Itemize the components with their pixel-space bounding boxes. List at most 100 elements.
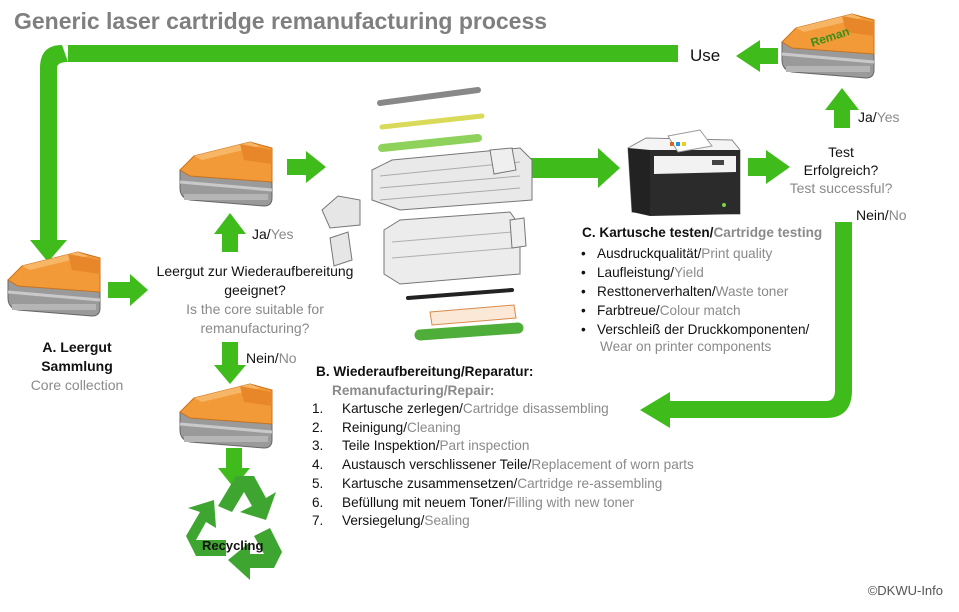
decision-test-line1: Test: [828, 144, 854, 160]
decision-test-yes: Ja/Yes: [858, 109, 900, 125]
reman-heading: B. Wiederaufbereitung/Reparatur:: [316, 364, 534, 379]
step-de: Versiegelung/: [342, 513, 425, 529]
page-title: Generic laser cartridge remanufacturing …: [14, 8, 548, 34]
unsuitable-cartridge: [178, 382, 274, 450]
decision-suitable-line2: geeignet?: [224, 282, 286, 298]
decision-test: Test Erfolgreich? Test successful?: [776, 143, 906, 197]
decision-suitable-en2: remanufacturing?: [200, 320, 310, 336]
disassembled-parts: [321, 87, 533, 341]
bullet: •: [581, 322, 586, 337]
step-en: Replacement of worn parts: [531, 457, 694, 473]
decision-test-line2: Erfolgreich?: [803, 162, 879, 178]
testing-item-de: Resttonerverhalten/: [597, 284, 716, 299]
recycling-label: Recycling: [202, 538, 264, 553]
test-yes-de: Ja/: [858, 109, 877, 125]
step-number: 7.: [312, 513, 324, 529]
decision-test-no: Nein/No: [856, 207, 907, 223]
testing-item: • Verschleiß der Druckkomponenten/: [581, 320, 809, 339]
yes-de: Ja/: [252, 226, 271, 242]
step-en: Part inspection: [439, 438, 530, 454]
step-en: Cartridge disassembling: [462, 401, 609, 416]
bullet: •: [581, 246, 586, 261]
reman-step: 1. Kartusche zerlegen/Cartridge disassemb…: [312, 400, 694, 419]
copyright: ©DKWU-Info: [867, 583, 943, 598]
arrow-collection-to-decision: [108, 274, 148, 306]
step-number: 6.: [312, 494, 324, 510]
suitable-cartridge: [178, 140, 274, 208]
step-number: 1.: [312, 401, 324, 416]
reman-step: 3. Teile Inspektion/Part inspection: [312, 437, 694, 456]
arrow-to-use: [736, 40, 778, 72]
step-de: Kartusche zusammensetzen/: [342, 475, 518, 491]
collection-english: Core collection: [30, 377, 124, 393]
bullet: •: [581, 265, 586, 280]
collection-title: A. Leergut Sammlung Core collection: [22, 338, 132, 395]
step-number: 4.: [312, 457, 324, 473]
test-no-en: No: [888, 207, 907, 223]
bullet: •: [581, 284, 586, 299]
testing-item-en: Colour match: [659, 303, 741, 318]
testing-item-de: Verschleiß der Druckkomponenten/: [597, 322, 810, 337]
use-label: Use: [690, 46, 721, 65]
testing-last-en: Wear on printer components: [600, 339, 772, 354]
printer-icon: [627, 129, 741, 216]
arrow-test-yes: [825, 88, 859, 128]
decision-suitable-line1: Leergut zur Wiederaufbereitung: [156, 263, 354, 279]
reman-step: 2. Reinigung/Cleaning: [312, 419, 694, 438]
arrow-printer-to-test: [748, 150, 790, 184]
step-en: Sealing: [424, 513, 470, 529]
step-number: 2.: [312, 419, 324, 435]
step-de: Teile Inspektion/: [342, 438, 440, 454]
reman-cartridge: [780, 12, 876, 80]
testing-item-de: Laufleistung/: [597, 265, 675, 280]
step-de: Kartusche zerlegen/: [342, 401, 463, 416]
test-yes-en: Yes: [876, 109, 900, 125]
testing-item-en: Print quality: [701, 246, 773, 261]
arrow-decision-yes: [214, 213, 246, 252]
reman-steps: 1. Kartusche zerlegen/Cartridge disassemb…: [312, 400, 694, 531]
arrow-test-no: [640, 222, 852, 428]
testing-item-de: Ausdruckqualität/: [597, 246, 702, 261]
yes-en: Yes: [270, 226, 294, 242]
arrow-decision-no: [214, 342, 246, 384]
testing-item-de: Farbtreue/: [597, 303, 660, 318]
collection-cartridge: [6, 250, 102, 318]
no-de: Nein/: [246, 350, 279, 366]
step-en: Cleaning: [407, 419, 461, 435]
decision-suitable-no: Nein/No: [246, 350, 297, 366]
arrow-to-disassembly: [287, 151, 326, 183]
testing-item: • Resttonerverhalten/Waste toner: [581, 282, 809, 301]
decision-suitable: Leergut zur Wiederaufbereitung geeignet?…: [148, 262, 362, 338]
testing-item: • Farbtreue/Colour match: [581, 301, 809, 320]
collection-title-line1: A. Leergut: [42, 339, 112, 355]
testing-item: • Ausdruckqualität/Print quality: [581, 244, 809, 263]
testing-list: • Ausdruckqualität/Print quality • Laufleis…: [581, 244, 809, 339]
reman-heading-en: Remanufacturing/Repair:: [332, 383, 495, 398]
decision-test-en: Test successful?: [789, 180, 893, 196]
step-de: Befüllung mit neuem Toner/: [342, 494, 508, 510]
arrow-to-printer: [528, 148, 620, 188]
reman-step: 7. Versiegelung/Sealing: [312, 512, 694, 531]
reman-step: 6.Befüllung mit neuem Toner/Filling with…: [312, 494, 694, 513]
step-number: 3.: [312, 438, 324, 454]
bullet: •: [581, 303, 586, 318]
reman-step: 4. Austausch verschlissener Teile/Replace…: [312, 456, 694, 475]
testing-item: • Laufleistung/Yield: [581, 263, 809, 282]
testing-heading-de: C. Kartusche testen/: [582, 225, 714, 240]
step-number: 5.: [312, 475, 324, 491]
return-loop-arrow: [30, 45, 678, 262]
decision-suitable-en1: Is the core suitable for: [186, 301, 324, 317]
testing-item-en: Yield: [674, 265, 704, 280]
testing-heading-en: Cartridge testing: [713, 225, 823, 240]
testing-heading: C. Kartusche testen/Cartridge testing: [582, 225, 822, 240]
reman-step: 5. Kartusche zusammensetzen/Cartridge re-…: [312, 475, 694, 494]
collection-title-line2: Sammlung: [41, 358, 113, 374]
step-de: Austausch verschlissener Teile/: [342, 457, 532, 473]
step-de: Reinigung/: [342, 419, 407, 435]
step-en: Cartridge re-assembling: [517, 475, 663, 491]
recycling-icon: [186, 476, 282, 580]
test-no-de: Nein/: [856, 207, 889, 223]
testing-item-en: Waste toner: [715, 284, 789, 299]
